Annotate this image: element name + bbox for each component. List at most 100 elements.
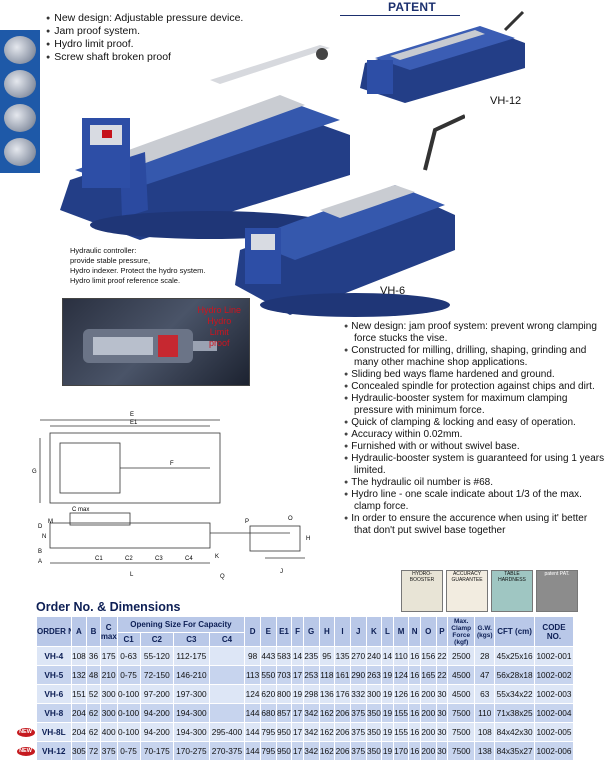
feature-item: Sliding bed ways flame hardened and grou…: [344, 369, 606, 381]
table-cell: 144: [244, 703, 261, 723]
dim-label-G: G: [32, 469, 37, 475]
table-cell: 206: [334, 703, 351, 723]
chuck-disk-image: [4, 70, 36, 98]
table-cell: 270: [349, 646, 367, 666]
vh6-vise-image: [235, 114, 465, 317]
dim-label-C4: C4: [185, 556, 193, 562]
col-M: M: [392, 616, 410, 647]
table-cell: 332: [349, 684, 367, 704]
feature-item: Hydraulic-booster system for maximum cla…: [344, 393, 606, 417]
order-no-cell: VH-6: [36, 684, 72, 704]
table-cell: 19: [381, 665, 394, 685]
col-E1: E1: [275, 616, 293, 647]
table-cell: 342: [302, 741, 320, 761]
table-cell: 108: [474, 722, 496, 742]
table-cell: 400: [99, 722, 118, 742]
hydro-line-tag: Hydro Line Hydro Limit proof: [197, 305, 241, 349]
table-cell: 200: [419, 722, 437, 742]
col-order-no: ORDER NO.: [36, 616, 72, 647]
feature-item: New design: jam proof system: prevent wr…: [344, 321, 606, 345]
col-cft: CFT (cm): [494, 616, 535, 647]
feature-item: Hydraulic-booster system is guaranteed f…: [344, 453, 606, 477]
table-cell: 0-75: [116, 665, 141, 685]
table-cell: 19: [381, 684, 394, 704]
table-cell: [208, 703, 246, 723]
order-no-cell: VH-8: [36, 703, 72, 723]
col-code-no: CODE NO.: [533, 616, 575, 647]
table-cell: 28: [474, 646, 496, 666]
chuck-disk-image: [4, 36, 36, 64]
table-cell: 0-100: [116, 684, 141, 704]
dim-label-K: K: [215, 554, 219, 560]
tag-line: Hydro Line: [197, 305, 241, 315]
table-cell: 620: [259, 684, 277, 704]
accuracy-badge: ACCURACY GUARANTEE: [446, 570, 488, 612]
table-cell: 126: [392, 684, 410, 704]
dim-label-H: H: [306, 536, 310, 542]
new-model-badge: NEW: [16, 746, 35, 756]
dim-label-Q: Q: [220, 574, 225, 580]
table-cell: 144: [244, 741, 261, 761]
table-cell: [208, 646, 246, 666]
table-cell: 22: [435, 665, 449, 685]
table-cell: 14: [291, 646, 304, 666]
table-cell: 350: [365, 722, 383, 742]
col-O: O: [419, 616, 437, 647]
table-cell: 4500: [447, 684, 476, 704]
table-cell: 19: [381, 722, 394, 742]
table-cell: 161: [334, 665, 351, 685]
table-cell: 235: [302, 646, 320, 666]
dim-label-E: E: [130, 412, 134, 418]
table-cell: 1002-002: [533, 665, 575, 685]
table-cell: 155: [392, 722, 410, 742]
badge-label: HYDRO-BOOSTER: [409, 571, 435, 583]
col-E: E: [259, 616, 277, 647]
dim-label-C1: C1: [95, 556, 103, 562]
badge-label: TABLE HARDNESS: [498, 571, 526, 583]
table-cell: 375: [349, 722, 367, 742]
table-cell: 16: [408, 722, 421, 742]
table-cell: 4500: [447, 665, 476, 685]
hydro-booster-badge: HYDRO-BOOSTER: [401, 570, 443, 612]
table-cell: 70-175: [139, 741, 175, 761]
feature-item: Concealed spindle for protection against…: [344, 381, 606, 393]
hydraulic-note: Hydro indexer. Protect the hydro system.: [70, 266, 206, 275]
badge-label: patent PAT.: [544, 571, 570, 577]
patent-heading: PATENT: [388, 0, 437, 14]
table-cell: [208, 665, 246, 685]
model-label-vh12: VH-12: [490, 95, 522, 107]
table-cell: 84x42x30: [494, 722, 535, 742]
col-D: D: [244, 616, 261, 647]
table-cell: 7500: [447, 722, 476, 742]
table-cell: 270-375: [208, 741, 246, 761]
table-cell: 162: [318, 703, 336, 723]
feature-item: Constructed for milling, drilling, shapi…: [344, 345, 606, 369]
table-cell: 950: [275, 722, 293, 742]
dim-label-J: J: [280, 569, 283, 575]
table-cell: 204: [70, 703, 88, 723]
table-cell: 30: [435, 703, 449, 723]
table-cell: 16: [408, 684, 421, 704]
table-cell: 144: [244, 722, 261, 742]
table-cell: 124: [244, 684, 261, 704]
order-title: Order No. & Dimensions: [36, 600, 181, 614]
table-cell: 30: [435, 722, 449, 742]
dim-label-F: F: [170, 461, 174, 467]
chuck-disk-image: [4, 104, 36, 132]
table-cell: 118: [318, 665, 336, 685]
hydraulic-note: Hydraulic controller:: [70, 246, 137, 255]
table-cell: 0-100: [116, 722, 141, 742]
table-cell: 443: [259, 646, 277, 666]
col-C: C max: [99, 616, 118, 647]
feature-item: Accuracy within 0.02mm.: [344, 429, 606, 441]
top-feature-item: New design: Adjustable pressure device.: [46, 12, 243, 25]
table-cell: 375: [349, 703, 367, 723]
table-cell: 110: [474, 703, 496, 723]
dim-label-D: D: [38, 524, 43, 530]
table-cell: 950: [275, 741, 293, 761]
table-cell: 210: [99, 665, 118, 685]
table-cell: 175: [99, 646, 118, 666]
table-cell: 795: [259, 741, 277, 761]
table-cell: 98: [244, 646, 261, 666]
order-table: ORDER NO. A B C max Opening Size For Cap…: [36, 616, 575, 761]
